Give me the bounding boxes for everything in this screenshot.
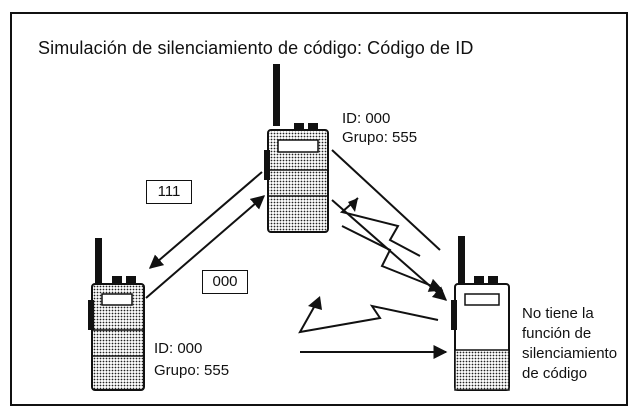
radio-left-antenna (95, 238, 102, 286)
radio-right-line-3: silenciamiento (522, 345, 618, 362)
zigzag-top-to-right (341, 225, 444, 292)
radio-left-label: ID: 000 Grupo: 555 (154, 338, 229, 382)
zigzag-right-to-top (339, 197, 421, 257)
radio-left (88, 238, 145, 391)
radio-top-display (277, 139, 319, 153)
radio-right-label: No tiene la función de silenciamiento de… (522, 304, 617, 384)
arrow-left-to-top (145, 195, 266, 299)
radio-top-id: ID: 000 (342, 110, 391, 127)
arrow-top-to-left (148, 171, 263, 269)
arrow-top-to-right-upper (331, 149, 441, 251)
radio-left-group: Grupo: 555 (154, 362, 230, 379)
radio-top-group: Grupo: 555 (342, 129, 418, 146)
radio-top-antenna (273, 64, 280, 126)
radio-right-antenna (458, 236, 465, 288)
zigzag-right-to-left (298, 299, 439, 334)
code-box-upper: 111 (146, 180, 192, 204)
radio-right-line-4: de código (522, 365, 588, 382)
radio-top-label: ID: 000 Grupo: 555 (342, 109, 417, 147)
radio-right (451, 236, 510, 391)
radio-right-display (464, 293, 500, 306)
radio-left-id: ID: 000 (154, 340, 203, 357)
radio-left-display (101, 293, 133, 306)
radio-top (264, 64, 329, 233)
diagram-frame (10, 12, 628, 406)
radio-right-line-1: No tiene la (522, 305, 594, 322)
code-box-lower: 000 (202, 270, 248, 294)
diagram-title: Simulación de silenciamiento de código: … (38, 38, 474, 58)
radio-right-line-2: función de (522, 325, 592, 342)
